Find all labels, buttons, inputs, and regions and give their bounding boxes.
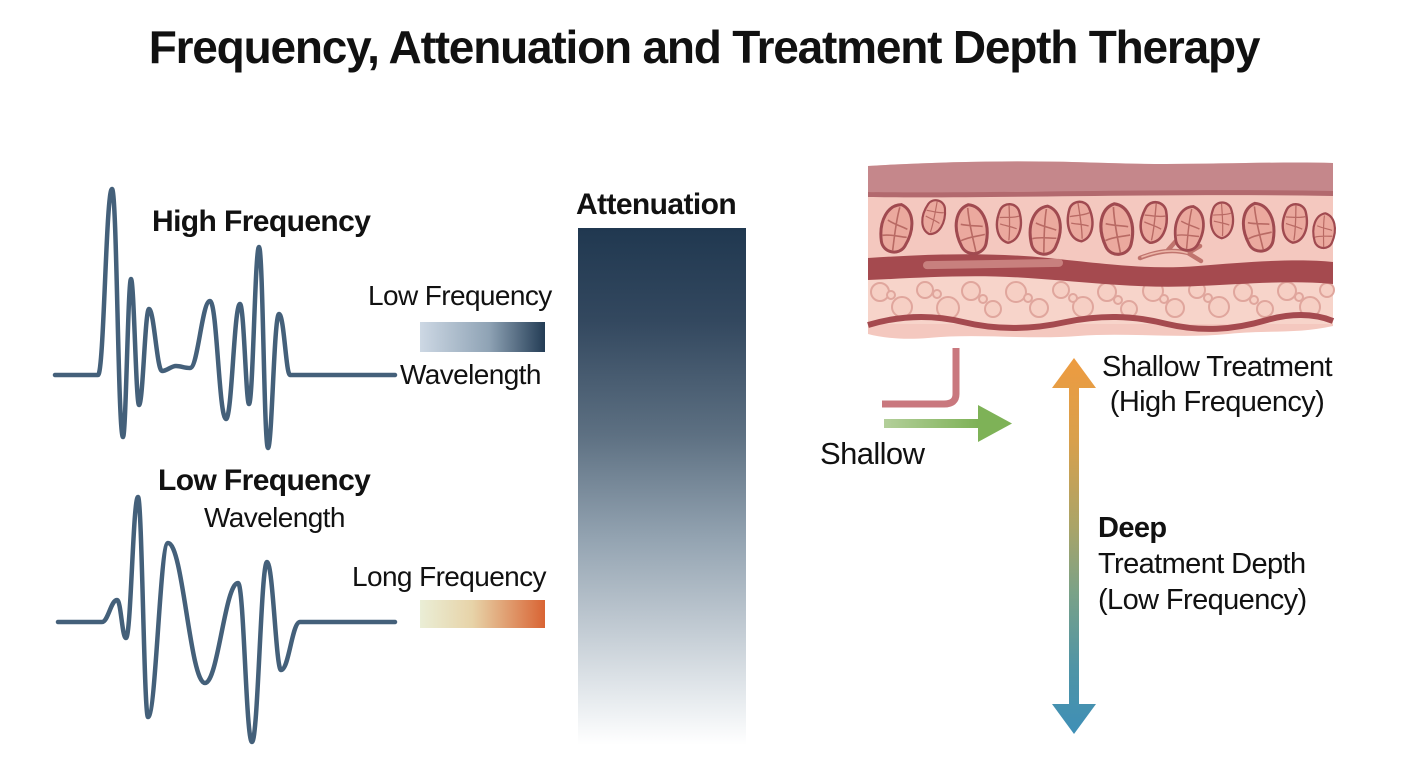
tissue-illustration [867, 161, 1335, 339]
long-frequency-legend-title: Long Frequency [352, 561, 547, 592]
shallow-treatment-line2: (High Frequency) [1109, 386, 1325, 418]
deep-treatment-line1: Deep [1098, 512, 1167, 544]
deep-vessel-line [867, 312, 1335, 332]
low-frequency-waveform [55, 494, 398, 745]
epidermis-band [868, 161, 1333, 198]
depth-range-arrow-icon [1052, 358, 1096, 734]
attenuation-gradient-bar [578, 228, 746, 745]
low-frequency-sublabel: Wavelength [204, 502, 345, 533]
wavelength-legend-title: Low Frequency [368, 280, 552, 311]
high-frequency-wave-path [52, 186, 398, 451]
low-frequency-label: Low Frequency [158, 464, 371, 497]
shallow-treatment-annotation: Shallow Treatment (High Frequency) [1092, 350, 1342, 420]
high-frequency-waveform [52, 186, 398, 451]
high-frequency-label: High Frequency [152, 205, 371, 238]
blood-vessel-band [868, 254, 1333, 287]
shallow-label: Shallow [820, 436, 925, 471]
deep-treatment-line3: (Low Frequency) [1098, 584, 1307, 616]
shallow-treatment-line1: Shallow Treatment [1102, 351, 1333, 383]
deep-treatment-line2: Treatment Depth [1098, 548, 1306, 580]
deep-treatment-annotation: Deep Treatment Depth (Low Frequency) [1098, 510, 1307, 618]
wavelength-legend-caption: Wavelength [400, 359, 541, 390]
long-frequency-gradient-bar [420, 600, 545, 628]
fat-layer [868, 276, 1335, 324]
wavelength-gradient-bar [420, 322, 545, 352]
branch-vessel [1137, 238, 1204, 264]
attenuation-label: Attenuation [576, 188, 737, 221]
low-frequency-wave-path [55, 494, 398, 745]
page-title: Frequency, Attenuation and Treatment Dep… [148, 21, 1261, 73]
depth-bracket-icon [882, 348, 960, 408]
shallow-arrow-icon [884, 405, 1012, 442]
